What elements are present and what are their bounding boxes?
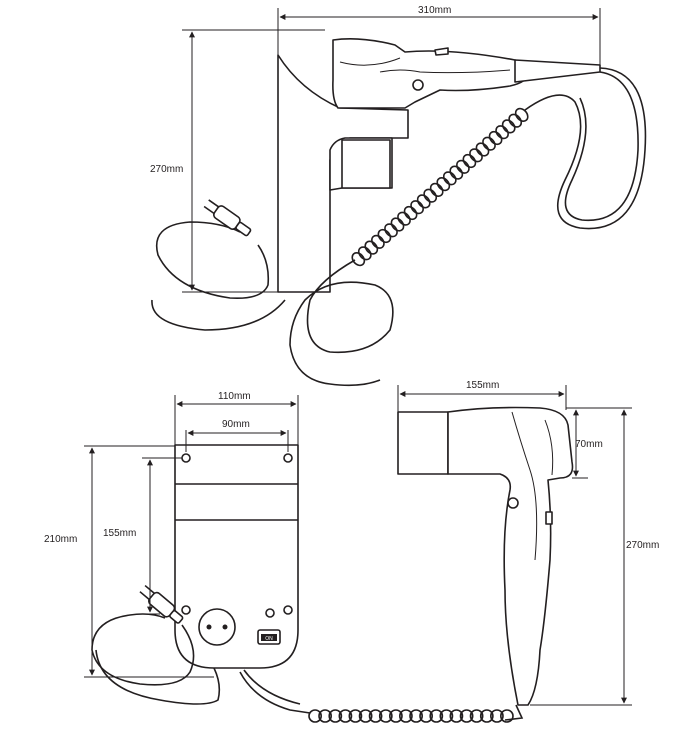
coil-loop xyxy=(479,709,494,723)
bracket-plug-cord xyxy=(91,613,195,686)
holder-socket xyxy=(341,139,391,189)
coiled-cord-bottom xyxy=(308,709,514,723)
coiled-cord-loop xyxy=(289,259,394,387)
coil-loop xyxy=(489,709,504,723)
coil-loop xyxy=(371,234,385,249)
cord-relief xyxy=(514,59,601,83)
shaver-socket xyxy=(198,608,236,646)
coil-loop xyxy=(501,119,516,134)
coil-loop xyxy=(436,177,451,192)
dryer-cord-loop xyxy=(524,67,647,230)
coil-loop xyxy=(442,171,457,186)
coil-loop xyxy=(308,709,322,723)
coil-loop xyxy=(348,709,363,723)
coil-loop xyxy=(495,125,509,140)
dim-top-width: 310mm xyxy=(418,5,451,16)
coil-loop xyxy=(410,200,424,215)
coil-loop xyxy=(328,709,343,723)
coil-loop xyxy=(469,709,484,723)
coil-loop xyxy=(357,246,372,261)
front-switch xyxy=(545,511,553,525)
indicator-light xyxy=(265,608,275,618)
dim-bracket-height: 210mm xyxy=(44,534,77,545)
dim-hole-height: 155mm xyxy=(103,528,136,539)
coil-loop xyxy=(423,188,438,203)
coil-loop xyxy=(403,205,418,221)
coil-loop xyxy=(429,709,444,723)
side-button xyxy=(412,79,424,91)
coil-loop xyxy=(378,709,393,723)
coil-loop xyxy=(469,148,483,163)
coil-loop xyxy=(514,107,529,122)
dim-nozzle-height: 70mm xyxy=(575,439,603,450)
dryer-body-front xyxy=(447,406,574,706)
coil-loop xyxy=(475,142,490,157)
dim-hole-spacing: 90mm xyxy=(222,419,250,430)
coil-loop xyxy=(364,240,379,255)
dim-dryer-length: 155mm xyxy=(466,380,499,391)
coil-loop xyxy=(318,709,332,723)
on-switch-label: ON xyxy=(265,636,273,642)
side-view: 310mm 270mm xyxy=(150,5,647,387)
coil-loop xyxy=(439,709,454,723)
coil-loop xyxy=(409,709,423,723)
coil-loop xyxy=(358,709,373,723)
side-switch xyxy=(434,47,449,56)
coil-loop xyxy=(429,182,444,197)
coil-loop xyxy=(388,709,403,723)
coil-loop xyxy=(384,223,398,238)
coil-loop xyxy=(499,709,514,723)
coil-loop xyxy=(397,211,411,226)
front-view-dryer: 155mm 70mm 270mm xyxy=(308,380,659,723)
coiled-cord xyxy=(351,107,529,267)
coil-loop xyxy=(338,709,353,723)
coil-loop xyxy=(377,228,392,244)
mounting-hole-bottom-left xyxy=(181,605,191,615)
coil-loop xyxy=(449,709,464,723)
coil-loop xyxy=(351,252,366,267)
front-view-bracket: ON 110mm 90mm 210mm 155mm xyxy=(44,391,311,714)
dim-dryer-height: 270mm xyxy=(626,540,659,551)
coil-loop xyxy=(456,159,470,174)
coil-loop xyxy=(462,153,477,169)
plug-cord xyxy=(155,221,270,300)
nozzle xyxy=(397,411,449,475)
coil-loop xyxy=(488,130,503,146)
front-button xyxy=(507,497,519,509)
coil-loop xyxy=(416,194,431,209)
dryer-body-side xyxy=(332,38,531,109)
coil-loop xyxy=(482,136,496,151)
mounting-hole-bottom-right xyxy=(283,605,293,615)
mounting-hole-left xyxy=(181,453,191,463)
coil-loop xyxy=(419,709,433,723)
plug-top xyxy=(203,199,252,237)
coil-loop xyxy=(459,709,474,723)
dim-bracket-width: 110mm xyxy=(218,391,251,402)
coil-loop xyxy=(368,709,383,723)
dim-top-height: 270mm xyxy=(150,164,183,175)
mounting-hole-right xyxy=(283,453,293,463)
coil-loop xyxy=(390,217,405,232)
coil-loop xyxy=(449,165,464,180)
bracket-to-dryer-cord xyxy=(239,671,311,714)
coil-loop xyxy=(398,709,413,723)
coil-loop xyxy=(508,113,523,128)
